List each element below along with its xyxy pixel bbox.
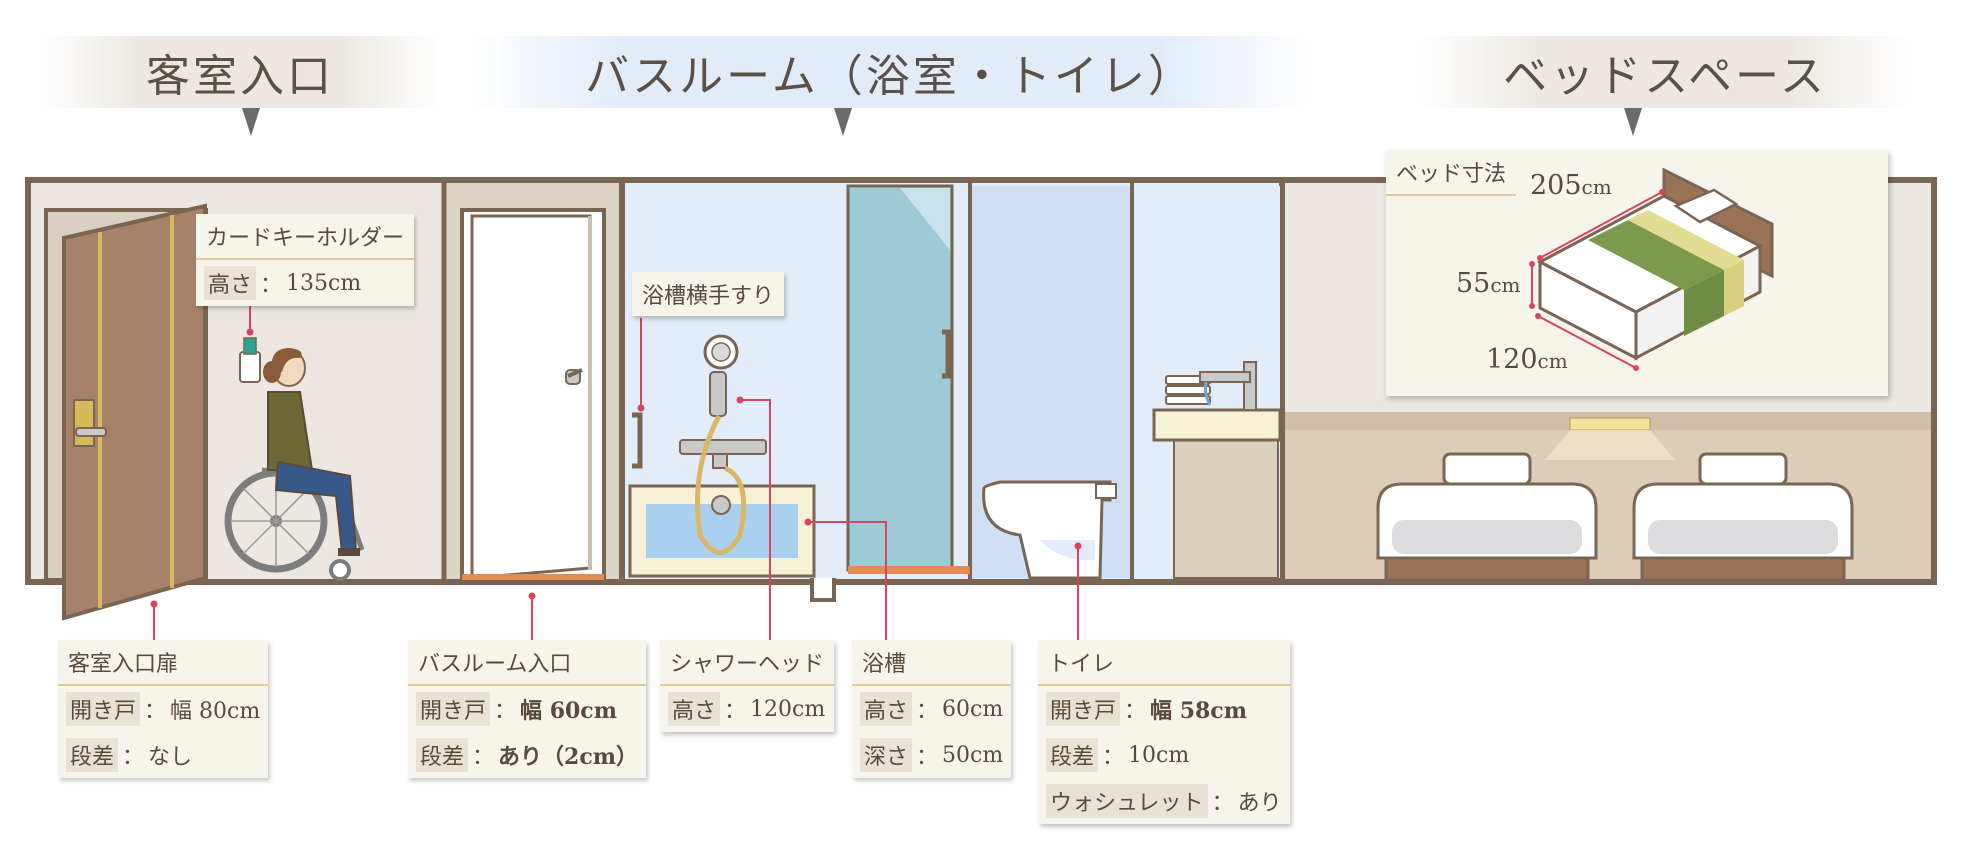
callout-shower-head: シャワーヘッド 高さ：120cm [660, 640, 835, 732]
callout-toilet: トイレ 開き戸：幅 58cm 段差：10cm ウォシュレット：あり [1038, 640, 1290, 824]
down-arrow-icon [242, 108, 260, 136]
callout-room-door: 客室入口扉 開き戸：幅 80cm 段差：なし [58, 640, 269, 778]
bed-width-label: 120cm [1486, 344, 1568, 375]
down-arrow-icon [1624, 108, 1642, 136]
bed-length-label: 205cm [1530, 170, 1612, 201]
callout-card-key-holder: カードキーホルダー 高さ：135cm [196, 214, 415, 306]
callout-bathroom-entrance: バスルーム入口 開き戸：幅 60cm 段差：あり（2cm） [408, 640, 647, 778]
bed-dimensions-title: ベッド寸法 [1386, 150, 1517, 196]
section-header-bed-space: ベッドスペース [1420, 36, 1910, 108]
section-header-bathroom: バスルーム（浴室・トイレ） [470, 36, 1310, 108]
bed-height-label: 55cm [1456, 268, 1521, 299]
section-header-entrance: 客室入口 [40, 36, 440, 108]
callout-bathtub: 浴槽 高さ：60cm 深さ：50cm [852, 640, 1012, 778]
callout-bath-rail: 浴槽横手すり [632, 272, 785, 316]
down-arrow-icon [834, 108, 852, 136]
